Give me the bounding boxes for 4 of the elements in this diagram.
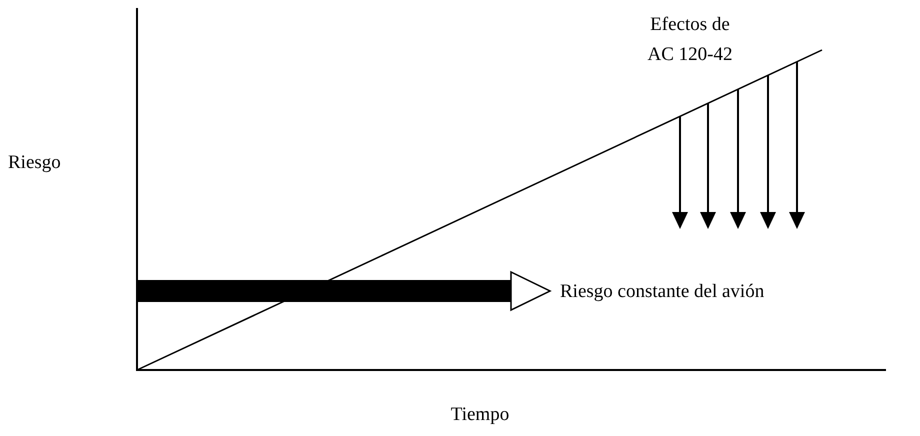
axis-label: Tiempo [450,403,510,427]
axis-label: Riesgo [8,151,61,175]
annotation-text: Riesgo constante del avión [560,280,764,304]
annotation-text: Efectos de AC 120-42 [646,13,734,67]
